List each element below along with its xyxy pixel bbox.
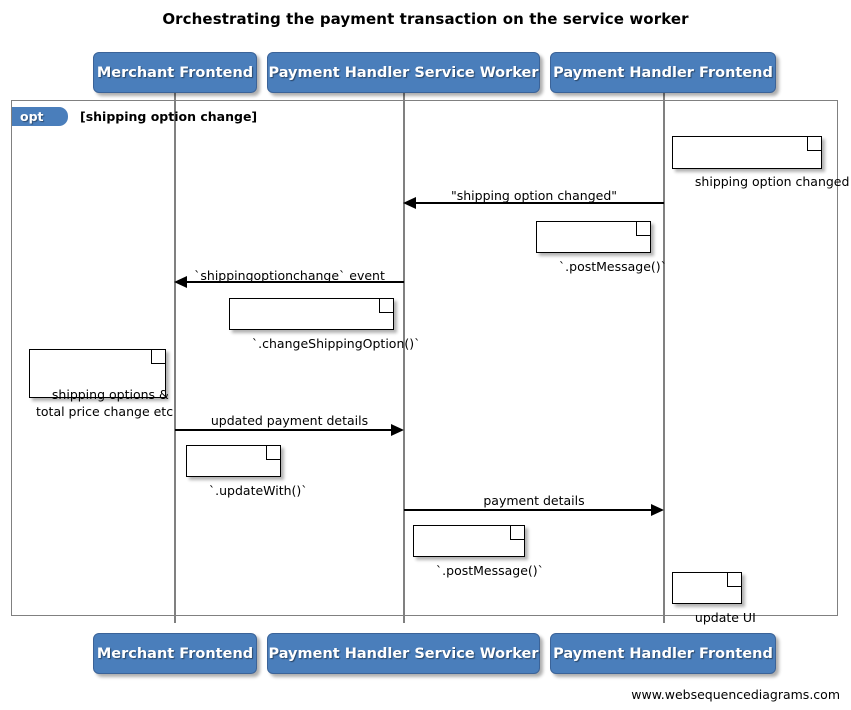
actor-footer-payment-handler-service-worker[interactable]: Payment Handler Service Worker <box>267 633 540 674</box>
actor-header-merchant-frontend-label: Merchant Frontend <box>96 64 254 81</box>
note-fold-icon <box>151 350 165 364</box>
message-line-payment-details <box>404 509 651 511</box>
message-label-payment-details: payment details <box>483 493 585 508</box>
note-update-ui: update UI <box>672 572 756 625</box>
note-fold-icon <box>379 299 393 313</box>
actor-footer-merchant-frontend[interactable]: Merchant Frontend <box>93 633 257 674</box>
actor-footer-payment-handler-frontend-label: Payment Handler Frontend <box>553 645 773 662</box>
message-line-updated-payment-details <box>175 429 391 431</box>
actor-footer-payment-handler-service-worker-label: Payment Handler Service Worker <box>268 645 539 662</box>
note-post-message-2: `.postMessage()` <box>413 525 544 578</box>
message-line-shippingoptionchange-event <box>187 281 404 283</box>
message-label-shipping-option-changed: "shipping option changed" <box>450 188 617 203</box>
lifeline-payment-handler-service-worker <box>403 93 405 623</box>
note-shipping-option-changed: shipping option changed <box>672 136 849 189</box>
actor-header-payment-handler-service-worker-label: Payment Handler Service Worker <box>268 64 539 81</box>
message-arrowhead-shipping-option-changed <box>403 197 416 209</box>
note-fold-icon <box>266 446 280 460</box>
actor-footer-merchant-frontend-label: Merchant Frontend <box>96 645 254 662</box>
note-update-with: `.updateWith()` <box>186 445 308 498</box>
lifeline-payment-handler-frontend <box>663 93 665 623</box>
note-post-message-1-text: `.postMessage()` <box>558 259 667 274</box>
note-update-with-text: `.updateWith()` <box>208 483 308 498</box>
lifeline-merchant-frontend <box>174 93 176 623</box>
actor-footer-payment-handler-frontend[interactable]: Payment Handler Frontend <box>550 633 776 674</box>
message-arrowhead-updated-payment-details <box>391 424 404 436</box>
message-arrowhead-payment-details <box>651 504 664 516</box>
opt-fragment-tag-label: opt <box>20 109 44 124</box>
note-fold-icon <box>636 222 650 236</box>
message-line-shipping-option-changed <box>416 202 664 204</box>
note-fold-icon <box>727 573 741 587</box>
message-label-updated-payment-details: updated payment details <box>210 413 369 428</box>
actor-header-payment-handler-service-worker[interactable]: Payment Handler Service Worker <box>267 52 540 93</box>
opt-fragment-frame <box>11 100 838 616</box>
note-post-message-1: `.postMessage()` <box>536 221 667 274</box>
opt-fragment-tag: opt <box>12 107 68 126</box>
diagram-title: Orchestrating the payment transaction on… <box>162 10 689 28</box>
actor-header-payment-handler-frontend-label: Payment Handler Frontend <box>553 64 773 81</box>
note-fold-icon <box>807 137 821 151</box>
message-label-shippingoptionchange-event: `shippingoptionchange` event <box>194 268 385 283</box>
watermark-link[interactable]: www.websequencediagrams.com <box>631 687 840 702</box>
note-change-shipping-option: `.changeShippingOption()` <box>229 298 420 351</box>
actor-header-payment-handler-frontend[interactable]: Payment Handler Frontend <box>550 52 776 93</box>
note-change-shipping-option-text: `.changeShippingOption()` <box>251 336 421 351</box>
opt-fragment-condition: [shipping option change] <box>80 109 258 124</box>
note-fold-icon <box>510 526 524 540</box>
note-shipping-options-total-price-text: shipping options & total price change et… <box>36 387 174 419</box>
note-post-message-2-text: `.postMessage()` <box>435 563 544 578</box>
note-update-ui-text: update UI <box>694 610 756 625</box>
note-shipping-options-total-price: shipping options & total price change et… <box>29 349 173 419</box>
note-shipping-option-changed-text: shipping option changed <box>694 174 850 189</box>
actor-header-merchant-frontend[interactable]: Merchant Frontend <box>93 52 257 93</box>
message-arrowhead-shippingoptionchange-event <box>174 276 187 288</box>
